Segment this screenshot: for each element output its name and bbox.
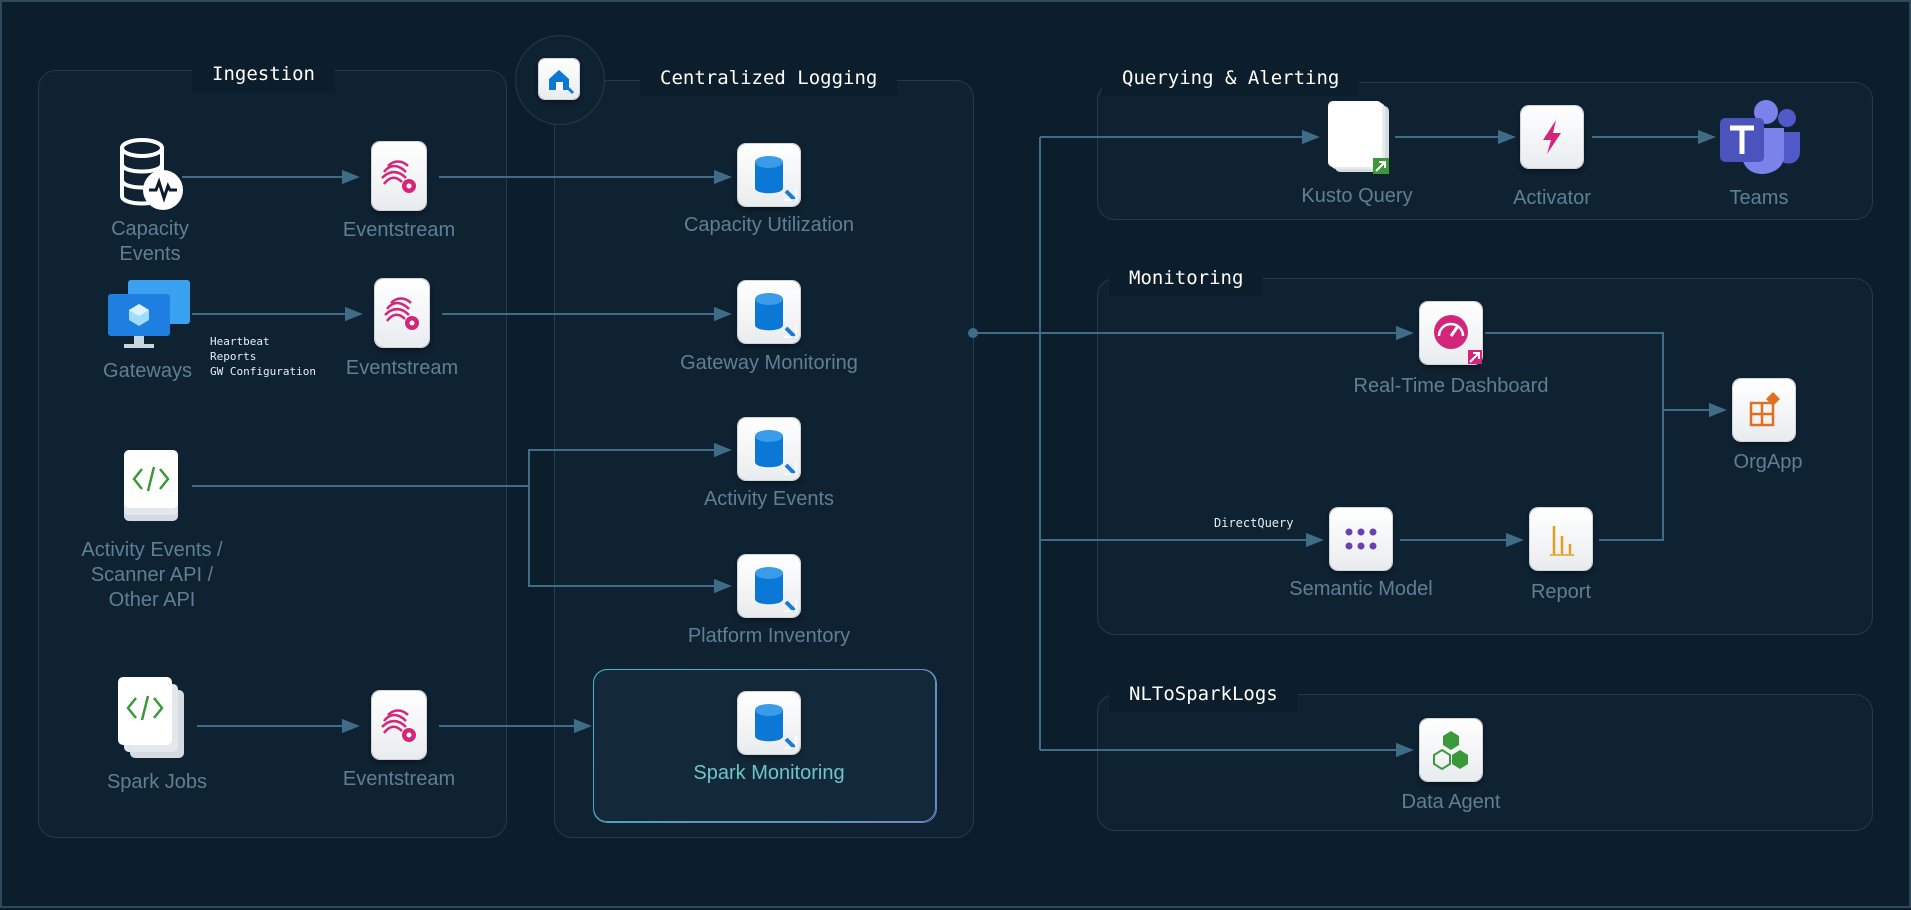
teams-node[interactable] [1718, 98, 1802, 176]
directquery-note: DirectQuery [1214, 516, 1294, 530]
gateway-monitoring-db-icon[interactable] [738, 281, 800, 343]
wire-api-to-activity-db [528, 442, 732, 486]
api-node[interactable] [122, 449, 180, 524]
monitoring-title: Monitoring [1109, 260, 1264, 296]
gateway-servers-icon [108, 280, 190, 348]
teams-icon [1720, 100, 1800, 174]
wire-dashboard-to-merge [1485, 332, 1664, 410]
activity-events-db-icon[interactable] [738, 418, 800, 480]
eventstream-3-icon[interactable] [372, 691, 426, 759]
database-pulse-icon [120, 138, 183, 210]
eventstream-2-label: Eventstream [345, 357, 459, 379]
nltosparklogs-title: NLToSparkLogs [1109, 676, 1298, 712]
spark-monitoring-label: Spark Monitoring [693, 762, 845, 784]
semantic-model-icon[interactable] [1330, 508, 1392, 570]
spark-monitoring-db-icon[interactable] [738, 692, 800, 754]
semantic-model-label: Semantic Model [1289, 578, 1433, 600]
gateway-monitoring-label: Gateway Monitoring [680, 352, 858, 374]
capacity-events-label: Capacity Events [111, 218, 189, 265]
workspace-icon [539, 59, 579, 99]
report-label: Report [1530, 581, 1592, 603]
report-icon[interactable] [1530, 508, 1592, 570]
platform-inventory-db-icon[interactable] [738, 555, 800, 617]
wire-api-to-inventory-db [528, 486, 732, 594]
spark-code-stack-icon [118, 677, 184, 758]
ingestion-title: Ingestion [192, 56, 335, 92]
kusto-query-icon [1328, 101, 1389, 174]
activator-label: Activator [1513, 187, 1591, 209]
api-label: Activity Events / Scanner API / Other AP… [81, 539, 223, 611]
activator-icon[interactable] [1521, 106, 1583, 168]
capacity-utilization-label: Capacity Utilization [683, 214, 855, 236]
ingestion-panel [38, 70, 507, 838]
activity-events-label: Activity Events [703, 488, 835, 510]
capacity-events-node[interactable] [117, 138, 187, 213]
kusto-query-node[interactable] [1327, 100, 1391, 176]
real-time-dashboard-label: Real-Time Dashboard [1353, 375, 1549, 397]
data-agent-label: Data Agent [1401, 791, 1501, 813]
kusto-query-label: Kusto Query [1301, 185, 1413, 207]
centralized-logging-title: Centralized Logging [640, 60, 898, 96]
spark-jobs-node[interactable] [116, 676, 188, 764]
spark-jobs-label: Spark Jobs [106, 771, 208, 793]
code-document-icon [124, 450, 178, 521]
capacity-utilization-db-icon[interactable] [738, 144, 800, 206]
eventstream-2-icon[interactable] [375, 279, 429, 347]
gateway-data-notes: Heartbeat Reports GW Configuration [210, 335, 316, 378]
eventstream-3-label: Eventstream [342, 768, 456, 790]
gateways-node[interactable] [106, 278, 194, 350]
wire-report-to-merge [1599, 410, 1664, 541]
teams-label: Teams [1729, 187, 1789, 209]
workspace-badge [515, 35, 605, 125]
eventstream-1-icon[interactable] [372, 142, 426, 210]
gateways-label: Gateways [103, 360, 192, 382]
orgapp-icon[interactable] [1733, 379, 1795, 441]
orgapp-label: OrgApp [1733, 451, 1803, 473]
querying-alerting-title: Querying & Alerting [1102, 60, 1360, 96]
monitoring-panel [1097, 278, 1873, 635]
eventstream-1-label: Eventstream [342, 219, 456, 241]
data-agent-icon[interactable] [1420, 719, 1482, 781]
real-time-dashboard-icon[interactable] [1420, 302, 1482, 364]
nltosparklogs-panel [1097, 694, 1873, 831]
platform-inventory-label: Platform Inventory [687, 625, 851, 647]
